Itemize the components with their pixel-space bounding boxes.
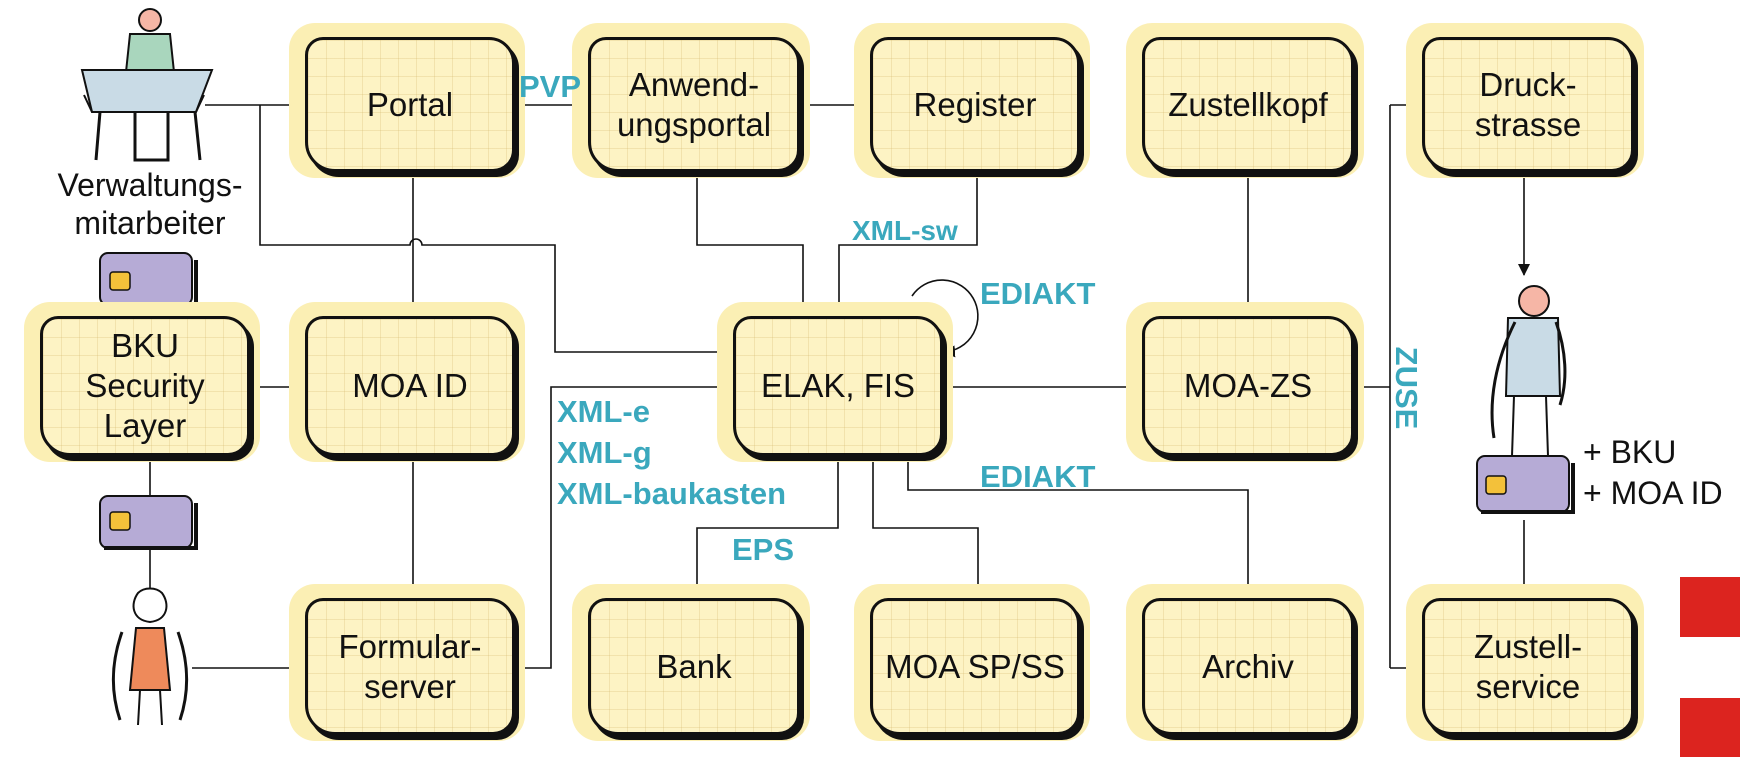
citizen-figure-icon — [112, 587, 188, 726]
node-moa-zs: MOA-ZS — [1126, 302, 1364, 462]
label-ediakt-bottom: EDIAKT — [980, 459, 1096, 494]
loop-ediakt — [911, 279, 979, 358]
line-elak-bank — [696, 455, 839, 596]
label-pvp: PVP — [519, 69, 582, 104]
recipient-figure-icon — [1490, 285, 1567, 457]
label-ediakt-top: EDIAKT — [980, 276, 1096, 311]
node-formularserver: Formular- server — [289, 584, 525, 741]
employee-figure-icon — [80, 8, 214, 162]
node-register: Register — [854, 23, 1090, 178]
smartcard-icon-middle — [99, 495, 198, 550]
red-square-upper — [1680, 577, 1740, 637]
node-moa-id: MOA ID — [289, 302, 525, 462]
node-archiv: Archiv — [1126, 584, 1364, 741]
node-zustellservice: Zustell- service — [1406, 584, 1644, 741]
line-elak-archiv — [907, 455, 1249, 596]
label-xml-baukasten: XML-baukasten — [557, 476, 787, 511]
node-druckstrasse: Druck- strasse — [1406, 23, 1644, 178]
label-eps: EPS — [732, 532, 795, 567]
node-moa-sp-ss: MOA SP/SS — [854, 584, 1090, 741]
node-zustellkopf: Zustellkopf — [1126, 23, 1364, 178]
label-zuse: ZUSE — [1389, 346, 1424, 430]
line-elak-moasp — [872, 455, 979, 596]
recipient-moa-text: + MOA ID — [1583, 475, 1723, 511]
line-register-elak — [838, 175, 978, 316]
node-anwendungsportal: Anwend- ungsportal — [572, 23, 810, 178]
label-xml-e: XML-e — [557, 394, 650, 429]
line-employee-elak — [259, 105, 734, 358]
label-xml-sw: XML-sw — [852, 215, 958, 246]
smartcard-icon-right — [1476, 455, 1575, 514]
node-elak-fis: ELAK, FIS — [717, 302, 953, 462]
node-bku-security-layer: BKU Security Layer — [24, 302, 260, 462]
smartcard-icon-top — [99, 252, 198, 307]
node-bank: Bank — [572, 584, 810, 741]
node-portal: Portal — [289, 23, 525, 178]
line-formular-elak — [520, 386, 733, 669]
red-square-lower — [1680, 698, 1740, 757]
recipient-bku-text: + BKU — [1583, 434, 1677, 470]
line-anwendung-elak — [696, 175, 804, 316]
employee-caption: Verwaltungs- mitarbeiter — [57, 167, 243, 241]
label-xml-g: XML-g — [557, 435, 652, 470]
